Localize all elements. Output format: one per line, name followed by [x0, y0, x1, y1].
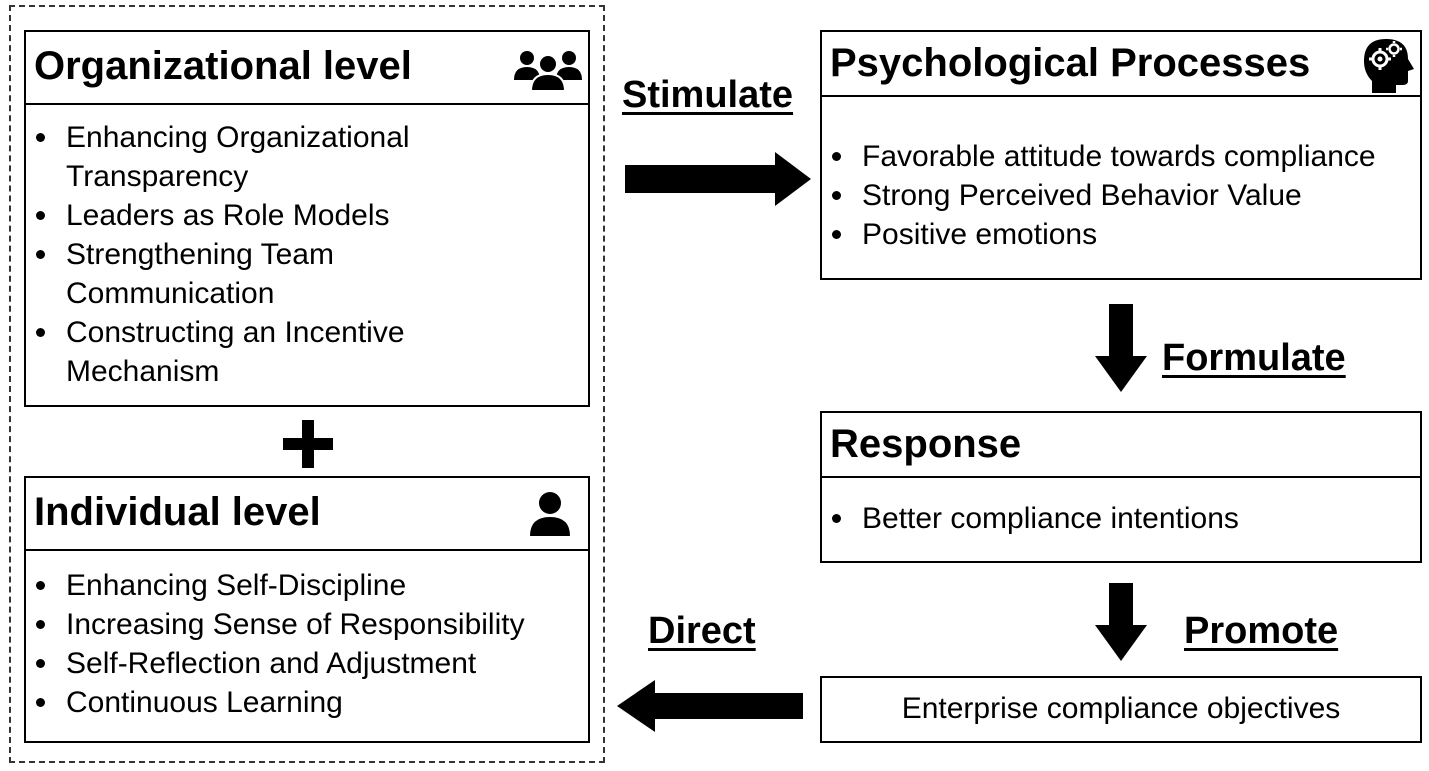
individual-level-box: Individual level Enhancing Self-Discipli… [24, 476, 590, 743]
plus-icon [283, 420, 333, 468]
list-item: Enhancing Organizational Transparency [26, 118, 466, 196]
psychological-processes-box: Psychological Processes Favorable attitu… [820, 30, 1422, 280]
psychological-processes-title: Psychological Processes [830, 41, 1311, 85]
down-arrow-icon [1095, 304, 1147, 392]
psychological-processes-header: Psychological Processes [822, 32, 1420, 97]
list-item: Strong Perceived Behavior Value [822, 176, 1422, 215]
individual-level-list: Enhancing Self-Discipline Increasing Sen… [26, 566, 586, 722]
group-users-icon [514, 51, 582, 92]
list-item: Self-Reflection and Adjustment [26, 644, 586, 683]
left-arrow-icon [617, 680, 803, 732]
head-gears-icon [1364, 39, 1414, 93]
right-arrow-icon [625, 152, 811, 206]
organizational-level-box: Organizational level Enhancing Organizat… [24, 30, 590, 407]
response-header: Response [822, 413, 1420, 478]
promote-label: Promote [1184, 610, 1339, 652]
list-item: Positive emotions [822, 215, 1422, 254]
single-user-icon [530, 492, 570, 536]
organizational-level-title: Organizational level [34, 44, 412, 88]
list-item: Better compliance intentions [822, 499, 1422, 538]
list-item: Enhancing Self-Discipline [26, 566, 586, 605]
list-item: Constructing an Incentive Mechanism [26, 313, 466, 391]
stimulate-label: Stimulate [622, 74, 794, 116]
psychological-processes-list: Favorable attitude towards compliance St… [822, 137, 1422, 254]
list-item: Favorable attitude towards compliance [822, 137, 1422, 176]
compliance-objectives-box: Enterprise compliance objectives [820, 676, 1422, 743]
response-list: Better compliance intentions [822, 499, 1422, 538]
response-box: Response Better compliance intentions [820, 411, 1422, 563]
list-item: Increasing Sense of Responsibility [26, 605, 586, 644]
down-arrow-icon [1095, 583, 1147, 661]
individual-level-title: Individual level [34, 490, 321, 534]
compliance-objectives-text: Enterprise compliance objectives [901, 692, 1341, 725]
individual-organizational-group [9, 5, 605, 763]
organizational-level-header: Organizational level [26, 32, 588, 105]
list-item: Leaders as Role Models [26, 196, 586, 235]
response-title: Response [830, 422, 1022, 466]
direct-label: Direct [648, 610, 756, 652]
organizational-level-list: Enhancing Organizational Transparency Le… [26, 118, 586, 391]
individual-level-header: Individual level [26, 478, 588, 551]
formulate-label: Formulate [1162, 337, 1346, 379]
list-item: Strengthening Team Communication [26, 235, 406, 313]
list-item: Continuous Learning [26, 683, 586, 722]
